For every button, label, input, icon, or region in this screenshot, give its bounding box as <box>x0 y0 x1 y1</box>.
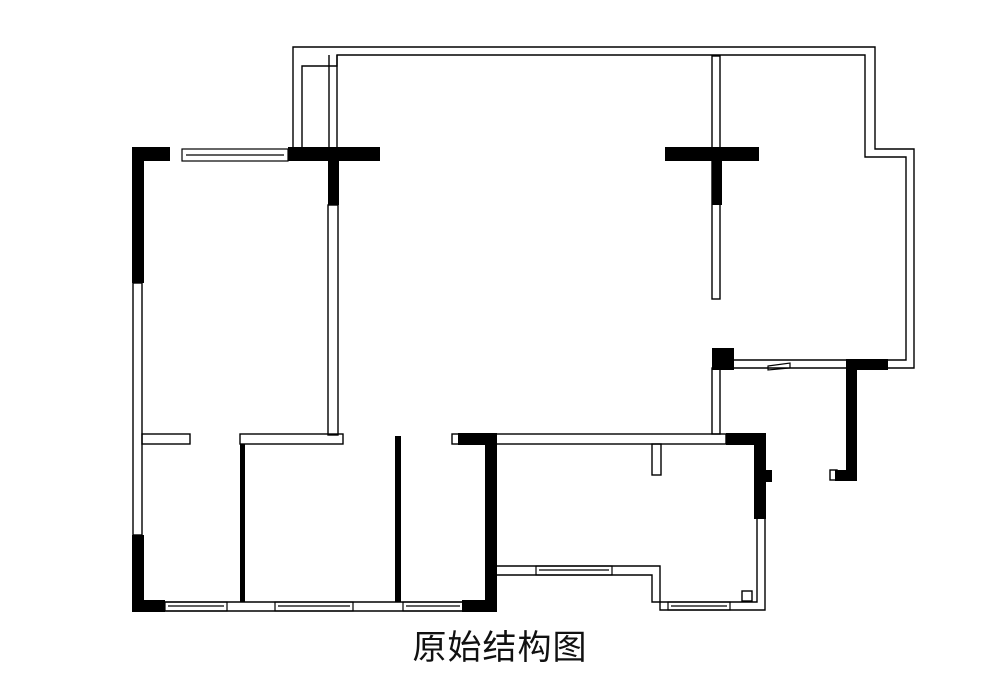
wall-kitchen-block <box>712 348 734 370</box>
mid-stub-wall <box>239 433 344 445</box>
wall-bottom-corner <box>462 600 497 612</box>
wall-top-left-corner-v <box>132 147 144 283</box>
wall-bathroom-corner-v <box>754 433 766 519</box>
wall-right-column-foot <box>835 470 857 481</box>
wall-top-mid-drop <box>328 147 339 205</box>
wall-bottom-left-v <box>132 535 144 612</box>
outer-shell-inner-top <box>301 54 907 361</box>
bottom-right-room-wall <box>497 519 766 611</box>
wall-right-column-top <box>846 359 888 370</box>
structural-walls <box>132 147 888 612</box>
bottom-right-room-inner <box>497 519 758 603</box>
window-bathroom <box>535 565 613 576</box>
wall-t-stem <box>712 147 722 205</box>
wall-bottom-left-h <box>132 600 165 612</box>
outline-walls <box>132 46 915 612</box>
bathroom-stub <box>651 443 662 476</box>
door-marker <box>767 362 791 371</box>
wall-right-column <box>846 359 857 481</box>
wall-corridor-v <box>485 433 497 611</box>
outer-shell-top <box>292 46 915 369</box>
left-stub-wall <box>141 433 191 445</box>
corner-marker <box>741 590 753 602</box>
windows <box>164 148 791 612</box>
left-room-partition <box>327 204 339 436</box>
left-outer-wall <box>132 282 143 536</box>
window-bottom-right <box>667 601 731 611</box>
wall-partition-1 <box>240 444 245 602</box>
diagram-caption: 原始结构图 <box>412 628 588 668</box>
wall-bathroom-stub <box>766 470 772 482</box>
kitchen-left-wall <box>711 367 721 435</box>
window-bottom-2 <box>274 601 354 612</box>
wall-partition-2 <box>395 436 401 602</box>
